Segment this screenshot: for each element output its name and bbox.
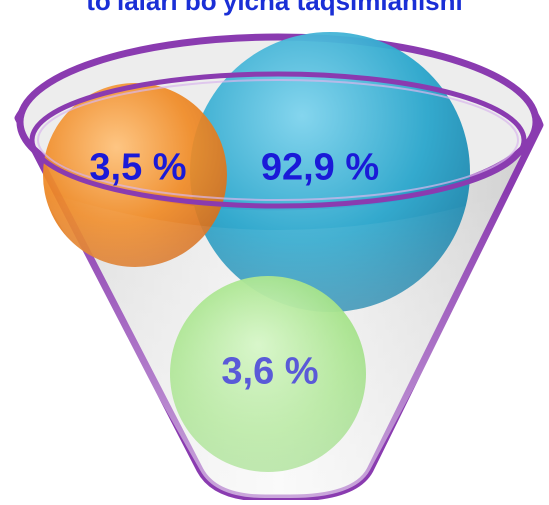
label-green-percent: 3,6 % xyxy=(221,350,319,393)
funnel-glass xyxy=(40,190,520,498)
funnel-rim-front xyxy=(29,71,527,209)
funnel-rim-highlight xyxy=(37,79,519,201)
label-blue-percent: 92,9 % xyxy=(260,146,380,189)
label-orange-percent: 3,5 % xyxy=(89,146,187,189)
